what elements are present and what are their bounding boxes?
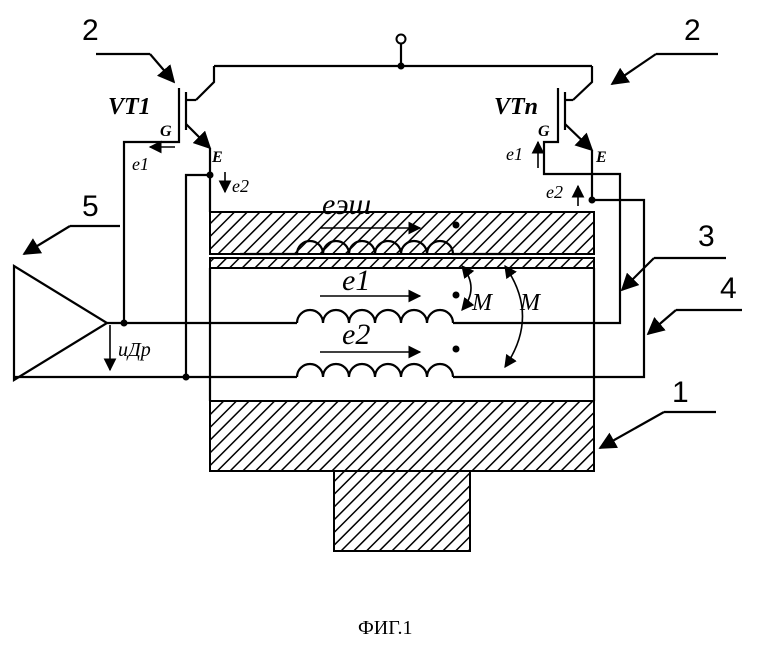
core-bottom-yoke <box>210 401 594 471</box>
power-bus <box>196 35 592 101</box>
label-vtn-gate: G <box>538 123 550 140</box>
label-coil-e1: e1 <box>342 264 370 297</box>
label-voltage: uДр <box>118 339 151 361</box>
label-vt1: VT1 <box>108 94 151 120</box>
callout-3: 3 <box>698 220 715 253</box>
coil-eesh-dot <box>453 222 460 229</box>
core-thin-strip <box>210 258 594 268</box>
mutual-arc-long <box>505 266 523 367</box>
label-coil-eesh: eэш <box>322 188 371 221</box>
label-left-e2: e2 <box>232 176 249 196</box>
node-e1-left <box>121 320 128 327</box>
coil-e1-dot <box>453 292 460 299</box>
magnetic-core <box>210 212 594 551</box>
figure-caption: ФИГ.1 <box>358 617 413 639</box>
label-right-e1: e1 <box>506 144 523 164</box>
label-vtn: VTn <box>494 94 538 120</box>
callout-5: 5 <box>82 190 99 223</box>
callout-2-right: 2 <box>684 14 701 47</box>
callout-2-left: 2 <box>82 14 99 47</box>
supply-terminal <box>397 35 406 44</box>
label-mutual-2: M <box>519 290 542 316</box>
winding-leads <box>14 320 597 381</box>
core-leg <box>334 471 470 551</box>
label-vt1-emitter: E <box>211 149 223 166</box>
coil-e1 <box>297 292 460 324</box>
mutual-arc-short <box>462 266 471 310</box>
label-left-e1: e1 <box>132 154 149 174</box>
node-e2-left <box>183 374 190 381</box>
label-coil-e2: e2 <box>342 318 370 351</box>
coil-e2-dot <box>453 346 460 353</box>
callout-4: 4 <box>720 272 737 305</box>
label-vt1-gate: G <box>160 123 172 140</box>
coil-e2 <box>297 346 460 378</box>
vtn-emitter-node <box>589 197 596 204</box>
callout-1: 1 <box>672 376 689 409</box>
label-mutual-1: M <box>471 290 494 316</box>
mutual-inductance-arcs <box>462 266 523 367</box>
amplifier-triangle <box>14 266 110 380</box>
label-vtn-emitter: E <box>595 149 607 166</box>
label-right-e2: e2 <box>546 182 563 202</box>
